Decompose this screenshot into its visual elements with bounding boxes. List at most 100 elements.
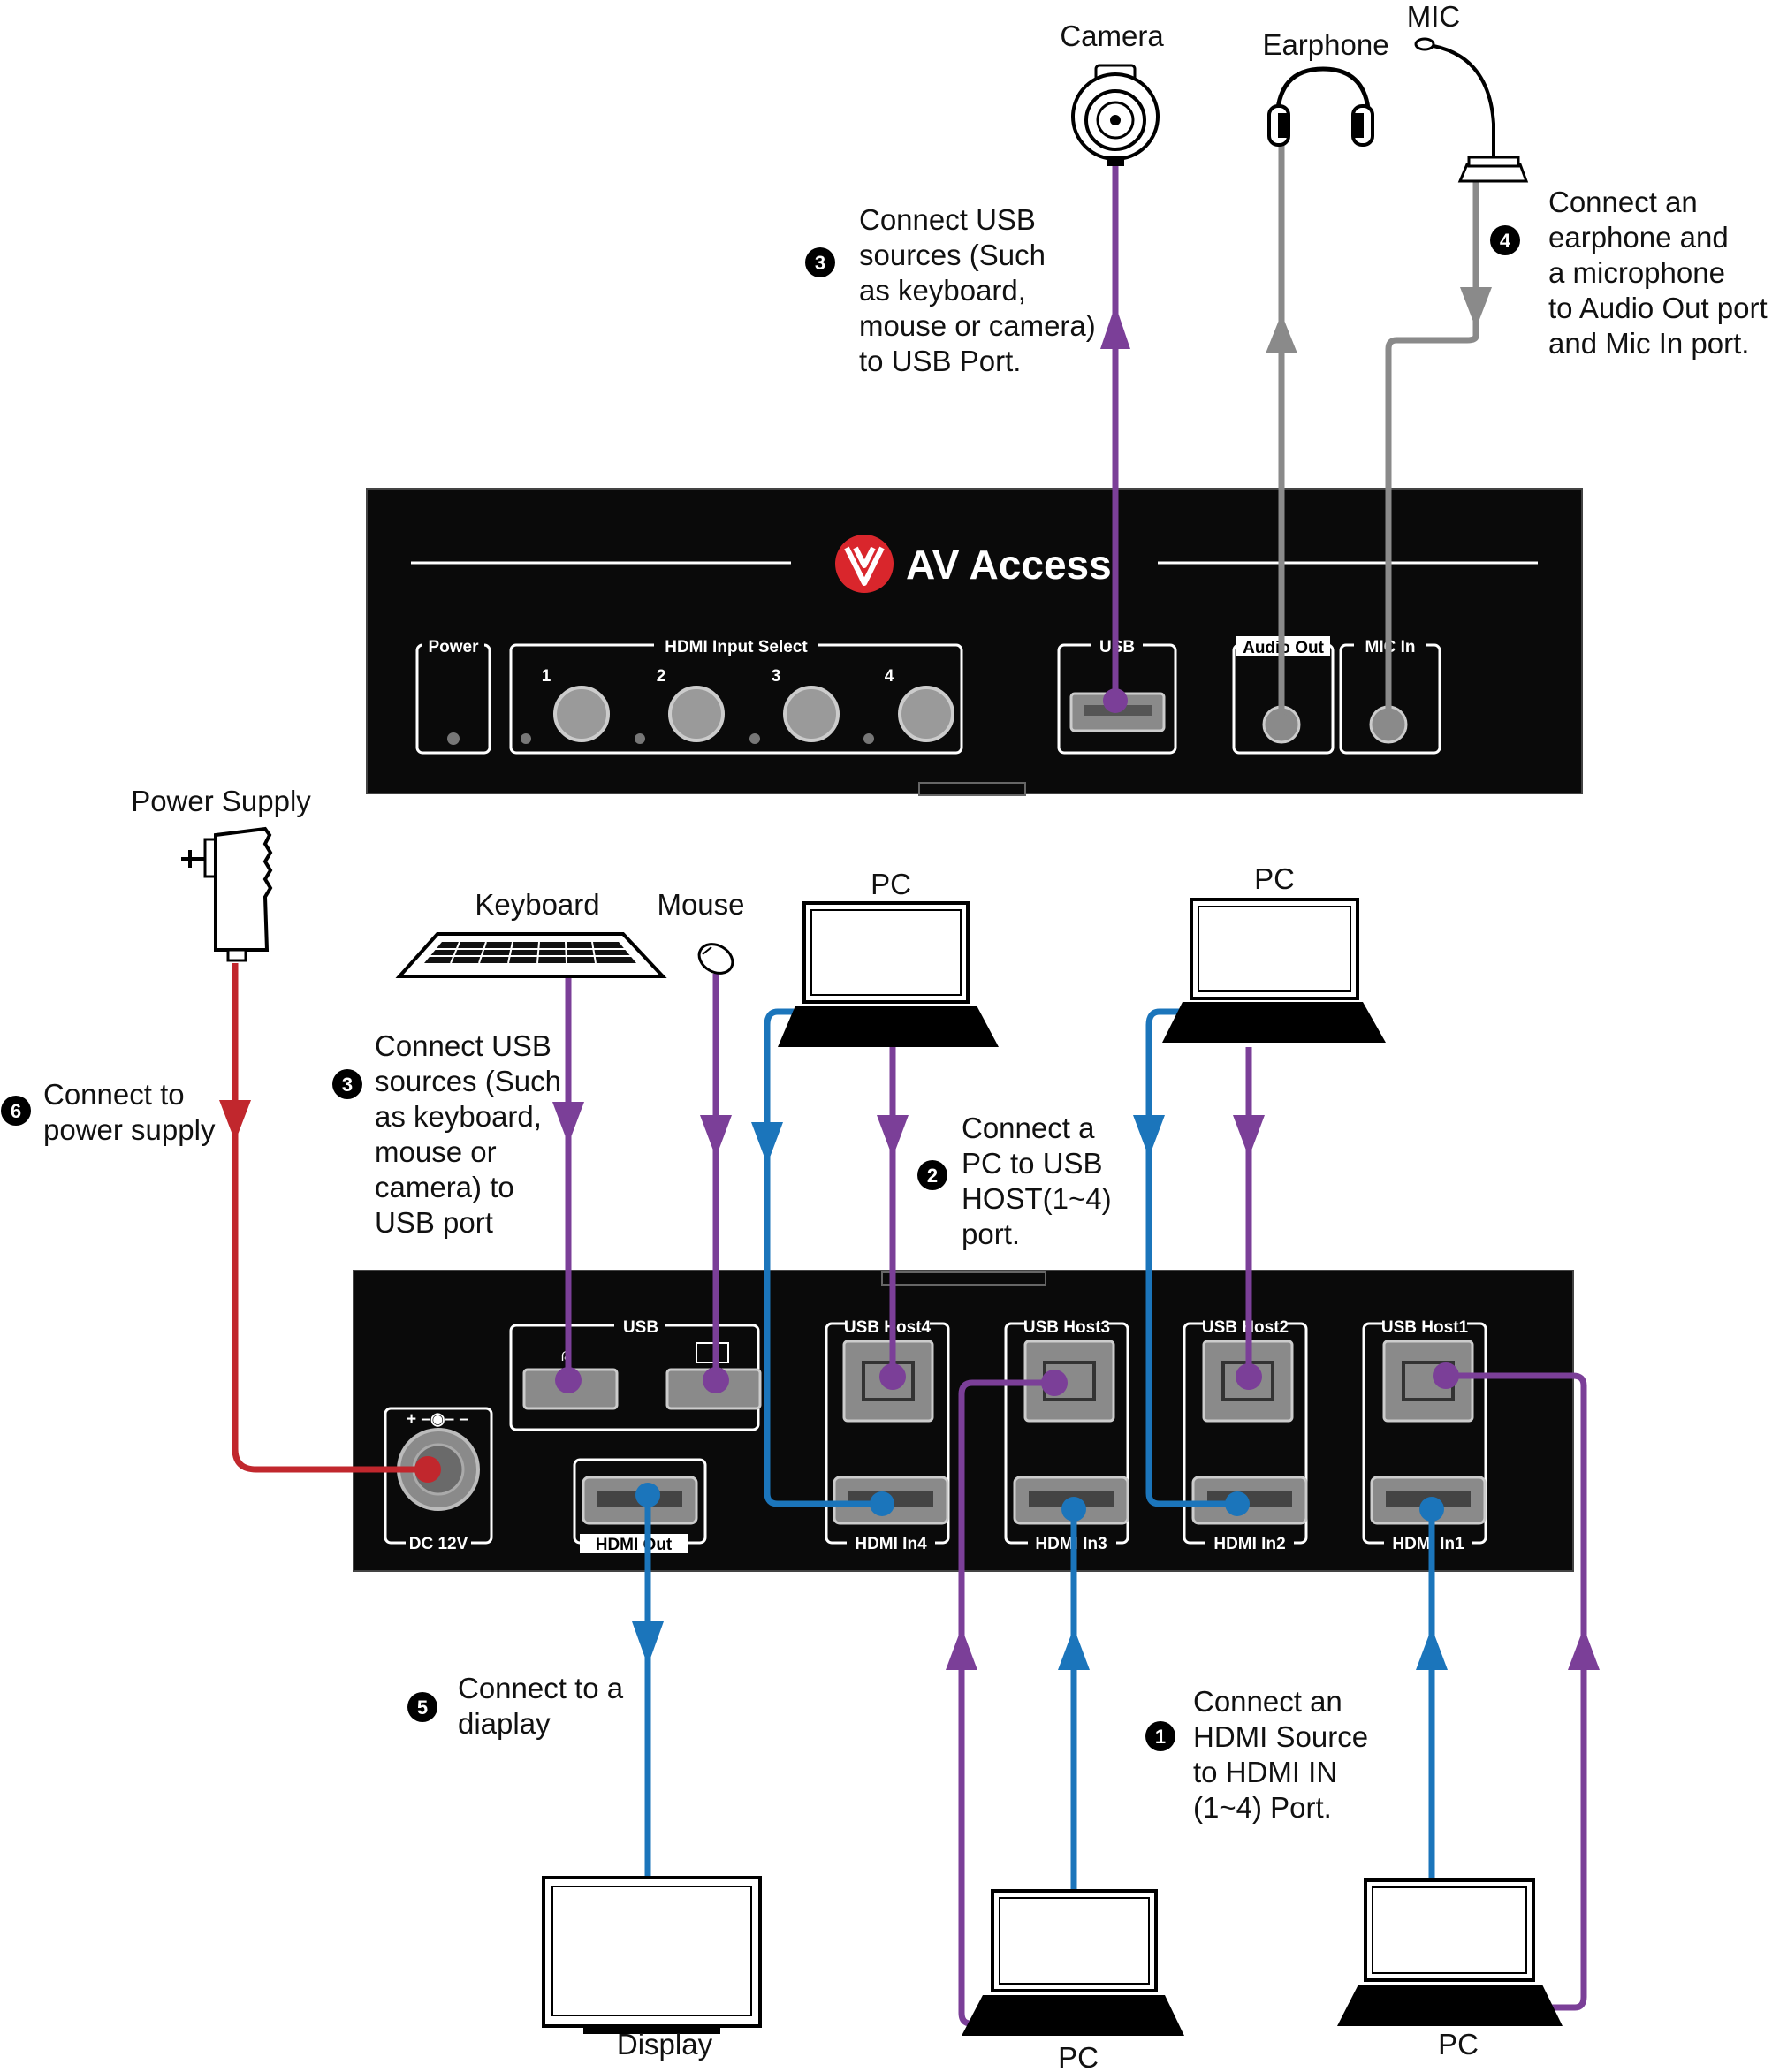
mouse-device-icon <box>697 943 734 975</box>
svg-text:as keyboard,: as keyboard, <box>375 1100 542 1133</box>
pc-top-left-label: PC <box>871 868 911 900</box>
usb-host3-label: USB Host3 <box>1023 1318 1110 1337</box>
svg-text:a microphone: a microphone <box>1548 256 1725 289</box>
keyboard-label: Keyboard <box>475 888 599 921</box>
svg-text:Connect USB: Connect USB <box>859 203 1036 236</box>
step-5-callout: 5 Connect to a diaplay <box>407 1672 624 1740</box>
svg-text:Connect to: Connect to <box>43 1078 185 1111</box>
svg-text:4: 4 <box>1500 230 1511 252</box>
usb-host4-label: USB Host4 <box>844 1318 932 1337</box>
pc1-usb-cable <box>1446 1372 1587 2011</box>
select-button-3[interactable] <box>783 686 840 742</box>
step-3-top-callout: 3 Connect USB sources (Such as keyboard,… <box>805 203 1096 377</box>
front-panel: AV Access Power HDMI Input Select 1 2 3 … <box>366 488 1583 796</box>
select-button-4[interactable] <box>898 686 954 742</box>
select-button-3-label: 3 <box>772 667 781 686</box>
svg-text:diaplay: diaplay <box>458 1707 551 1740</box>
hdmi-in4-label: HDMI In4 <box>855 1535 927 1553</box>
keyboard-icon <box>696 1342 729 1363</box>
dc-12v-port[interactable]: + –◉– – DC 12V <box>384 1407 493 1553</box>
svg-text:to USB Port.: to USB Port. <box>859 345 1021 377</box>
svg-text:(1~4) Port.: (1~4) Port. <box>1193 1791 1332 1824</box>
connector-dots <box>414 688 1459 1522</box>
pc3-usb-cable <box>958 1379 1054 2027</box>
dc-12v-label: DC 12V <box>409 1535 468 1553</box>
host-port-1: USB Host1 HDMI In1 <box>1362 1317 1487 1553</box>
pc-bottom-middle-label: PC <box>1058 2041 1099 2072</box>
select-button-1-label: 1 <box>542 667 551 686</box>
svg-text:HOST(1~4): HOST(1~4) <box>962 1182 1112 1215</box>
svg-text:Connect an: Connect an <box>1193 1685 1342 1718</box>
power-label: Power <box>428 638 479 657</box>
pc-host3-icon <box>962 1889 1184 2036</box>
pc-host4-icon <box>778 901 999 1047</box>
power-cable <box>232 963 433 1473</box>
step-4-callout: 4 Connect an earphone and a microphone t… <box>1490 186 1768 360</box>
svg-text:mouse or: mouse or <box>375 1135 497 1168</box>
svg-text:HDMI Source: HDMI Source <box>1193 1720 1368 1753</box>
mic-audio-cable <box>1385 181 1479 725</box>
hdmi-out-label: HDMI Out <box>596 1536 673 1554</box>
svg-text:power supply: power supply <box>43 1113 216 1146</box>
hdmi-input-select-label: HDMI Input Select <box>665 638 808 657</box>
svg-text:1: 1 <box>1155 1726 1166 1748</box>
power-supply-icon <box>181 826 273 962</box>
svg-text:Connect to a: Connect to a <box>458 1672 624 1704</box>
svg-text:sources (Such: sources (Such <box>375 1065 561 1097</box>
step-2-callout: 2 Connect a PC to USB HOST(1~4) port. <box>917 1112 1112 1250</box>
svg-text:sources (Such: sources (Such <box>859 239 1046 271</box>
svg-text:3: 3 <box>342 1074 353 1096</box>
usb-host2-label: USB Host2 <box>1202 1318 1289 1337</box>
cables <box>232 134 1587 2027</box>
pc-top-right-label: PC <box>1254 862 1295 895</box>
rear-usb-label: USB <box>623 1318 658 1337</box>
svg-text:and Mic In port.: and Mic In port. <box>1548 327 1749 360</box>
svg-text:Connect a: Connect a <box>962 1112 1095 1144</box>
pc-host1-icon <box>1337 1878 1563 2026</box>
svg-text:2: 2 <box>927 1165 938 1187</box>
step-1-callout: 1 Connect an HDMI Source to HDMI IN (1~4… <box>1145 1685 1368 1824</box>
step-3-middle-callout: 3 Connect USB sources (Such as keyboard,… <box>332 1029 561 1239</box>
svg-text:6: 6 <box>11 1100 21 1122</box>
brand-name: AV Access <box>906 542 1112 588</box>
display-label: Display <box>617 2028 713 2061</box>
svg-text:as keyboard,: as keyboard, <box>859 274 1026 307</box>
svg-text:5: 5 <box>417 1696 428 1719</box>
pc-bottom-right-label: PC <box>1438 2028 1479 2061</box>
svg-text:to Audio Out port: to Audio Out port <box>1548 292 1768 324</box>
earphone-label: Earphone <box>1262 28 1388 61</box>
camera-label: Camera <box>1060 19 1164 52</box>
mouse-label: Mouse <box>657 888 744 921</box>
svg-text:3: 3 <box>815 252 825 274</box>
select-button-1[interactable] <box>553 686 610 742</box>
usb-host1-label: USB Host1 <box>1381 1318 1469 1337</box>
mic-icon <box>1414 37 1529 183</box>
svg-text:PC to USB: PC to USB <box>962 1147 1103 1180</box>
svg-text:mouse or camera): mouse or camera) <box>859 309 1096 342</box>
display-icon <box>542 1876 762 2034</box>
select-button-2[interactable] <box>668 686 725 742</box>
earphone-icon <box>1267 66 1374 147</box>
svg-text:+ –◉– –: + –◉– – <box>407 1410 468 1429</box>
select-button-4-label: 4 <box>885 667 894 686</box>
svg-text:Connect USB: Connect USB <box>375 1029 551 1062</box>
camera-icon <box>1071 64 1160 166</box>
select-button-2-label: 2 <box>657 667 666 686</box>
svg-text:camera) to: camera) to <box>375 1171 514 1203</box>
mic-label: MIC <box>1407 0 1461 33</box>
audio-out-port[interactable]: Audio Out <box>1232 636 1335 755</box>
hdmi-input-select-group: HDMI Input Select 1 2 3 4 <box>509 636 963 755</box>
svg-text:USB port: USB port <box>375 1206 493 1239</box>
usb-host1-port[interactable] <box>1382 1340 1474 1423</box>
hdmi-in2-label: HDMI In2 <box>1213 1535 1285 1553</box>
step-6-callout: 6 Connect to power supply <box>1 1078 216 1146</box>
brand-logo <box>835 535 894 593</box>
hdmi-in1-label: HDMI In1 <box>1392 1535 1464 1553</box>
hdmi-out-port[interactable]: HDMI Out <box>573 1458 707 1554</box>
power-indicator: Power <box>415 636 491 755</box>
svg-text:earphone and: earphone and <box>1548 221 1729 254</box>
svg-text:to HDMI IN: to HDMI IN <box>1193 1756 1337 1788</box>
pc4-hdmi-cable <box>764 1008 882 1507</box>
direction-arrows <box>219 287 1600 1670</box>
